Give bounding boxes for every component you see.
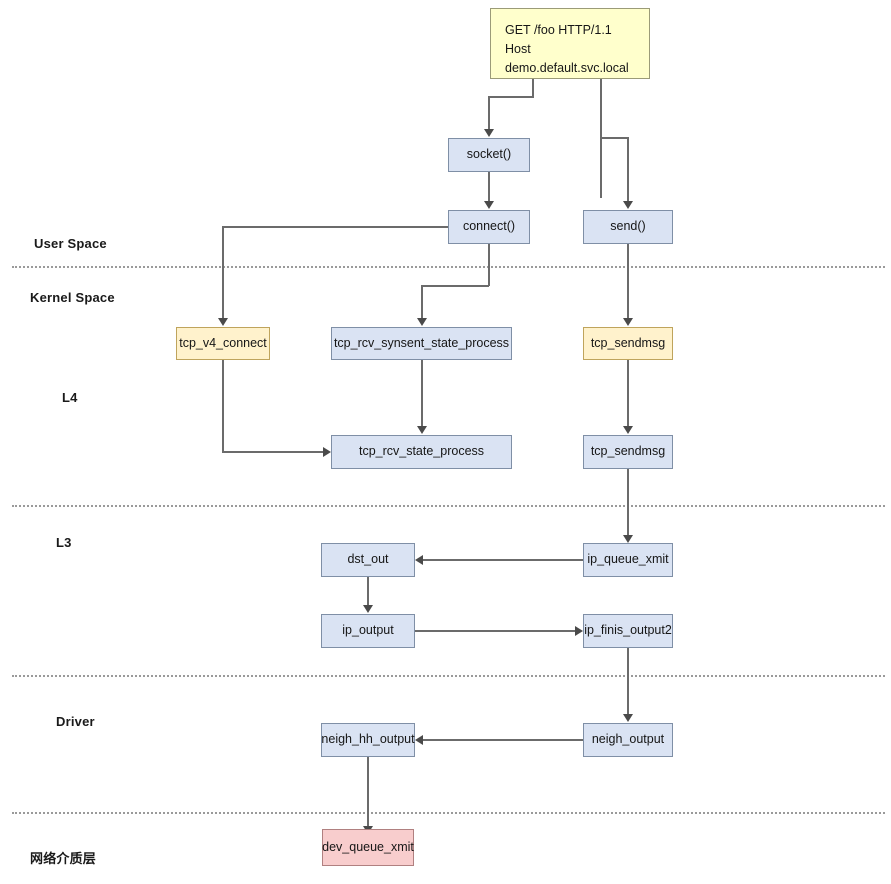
divider-driver-media	[12, 812, 885, 814]
arrowhead-connect-tcpv4	[218, 318, 228, 326]
node-ip-finis-output2[interactable]: ip_finis_output2	[583, 614, 673, 648]
arrowhead-ipoutput-ipfinis	[575, 626, 583, 636]
connector-synsent-rcvstate	[421, 360, 423, 429]
layer-label-user-space: User Space	[34, 236, 107, 251]
connector-tcpsendmsg-tcpsendmsg	[627, 360, 629, 429]
node-tcp-sendmsg-upper[interactable]: tcp_sendmsg	[583, 327, 673, 360]
arrowhead-ipfinis-neighoutput	[623, 714, 633, 722]
arrowhead-ipqueue-dstout	[415, 555, 423, 565]
connector-http-socket-v2	[488, 96, 490, 132]
connector-http-send-h	[600, 137, 628, 139]
node-ip-output[interactable]: ip_output	[321, 614, 415, 648]
arrowhead-synsent-rcvstate	[417, 426, 427, 434]
arrowhead-http-send	[623, 201, 633, 209]
layer-label-driver: Driver	[56, 714, 95, 729]
node-http-request[interactable]: GET /foo HTTP/1.1 Host demo.default.svc.…	[490, 8, 650, 79]
arrowhead-tcpsendmsg-tcpsendmsg	[623, 426, 633, 434]
connector-connect-tcpv4-h	[222, 226, 448, 228]
divider-l3-driver	[12, 675, 885, 677]
connector-connect-synsent-v2	[421, 285, 423, 321]
node-dev-queue-xmit[interactable]: dev_queue_xmit	[322, 829, 414, 866]
connector-send-tcpsendmsg	[627, 244, 629, 321]
node-tcp-sendmsg-lower[interactable]: tcp_sendmsg	[583, 435, 673, 469]
node-tcp-rcv-state-process[interactable]: tcp_rcv_state_process	[331, 435, 512, 469]
arrowhead-tcpv4-rcvstate	[323, 447, 331, 457]
arrowhead-connect-synsent	[417, 318, 427, 326]
connector-socket-connect	[488, 172, 490, 204]
layer-label-media: 网络介质层	[30, 851, 97, 866]
connector-ipfinis-neighoutput	[627, 648, 629, 717]
layer-label-l3: L3	[56, 535, 72, 550]
arrowhead-dstout-ipoutput	[363, 605, 373, 613]
divider-user-kernel	[12, 266, 885, 268]
layer-label-l4: L4	[62, 390, 78, 405]
connector-connect-synsent-v1	[488, 244, 490, 286]
arrowhead-send-tcpsendmsg	[623, 318, 633, 326]
connector-connect-synsent-h	[421, 285, 489, 287]
connector-http-send-v2	[627, 137, 629, 204]
connector-dstout-ipoutput	[367, 577, 369, 608]
connector-neighoutput-neighhh	[423, 739, 583, 741]
node-neigh-output[interactable]: neigh_output	[583, 723, 673, 757]
connector-tcpv4-rcvstate-v	[222, 360, 224, 453]
connector-connect-tcpv4-v	[222, 226, 224, 321]
layer-label-kernel-space: Kernel Space	[30, 290, 115, 305]
node-connect[interactable]: connect()	[448, 210, 530, 244]
arrowhead-neighoutput-neighhh	[415, 735, 423, 745]
connector-tcpv4-rcvstate-h	[222, 451, 327, 453]
node-send[interactable]: send()	[583, 210, 673, 244]
connector-neighhh-devqueue	[367, 757, 369, 830]
node-tcp-rcv-synsent-state-process[interactable]: tcp_rcv_synsent_state_process	[331, 327, 512, 360]
node-dst-out[interactable]: dst_out	[321, 543, 415, 577]
arrowhead-tcpsendmsg-ipqueue	[623, 535, 633, 543]
arrowhead-socket-connect	[484, 201, 494, 209]
node-socket[interactable]: socket()	[448, 138, 530, 172]
connector-ipqueue-dstout	[423, 559, 583, 561]
node-neigh-hh-output[interactable]: neigh_hh_output	[321, 723, 415, 757]
connector-http-socket-v1	[532, 79, 534, 97]
connector-ipoutput-ipfinis	[413, 630, 578, 632]
arrowhead-http-socket	[484, 129, 494, 137]
divider-l4-l3	[12, 505, 885, 507]
connector-tcpsendmsg-ipqueue	[627, 469, 629, 538]
connector-http-socket-h	[488, 96, 534, 98]
node-ip-queue-xmit[interactable]: ip_queue_xmit	[583, 543, 673, 577]
node-tcp-v4-connect[interactable]: tcp_v4_connect	[176, 327, 270, 360]
